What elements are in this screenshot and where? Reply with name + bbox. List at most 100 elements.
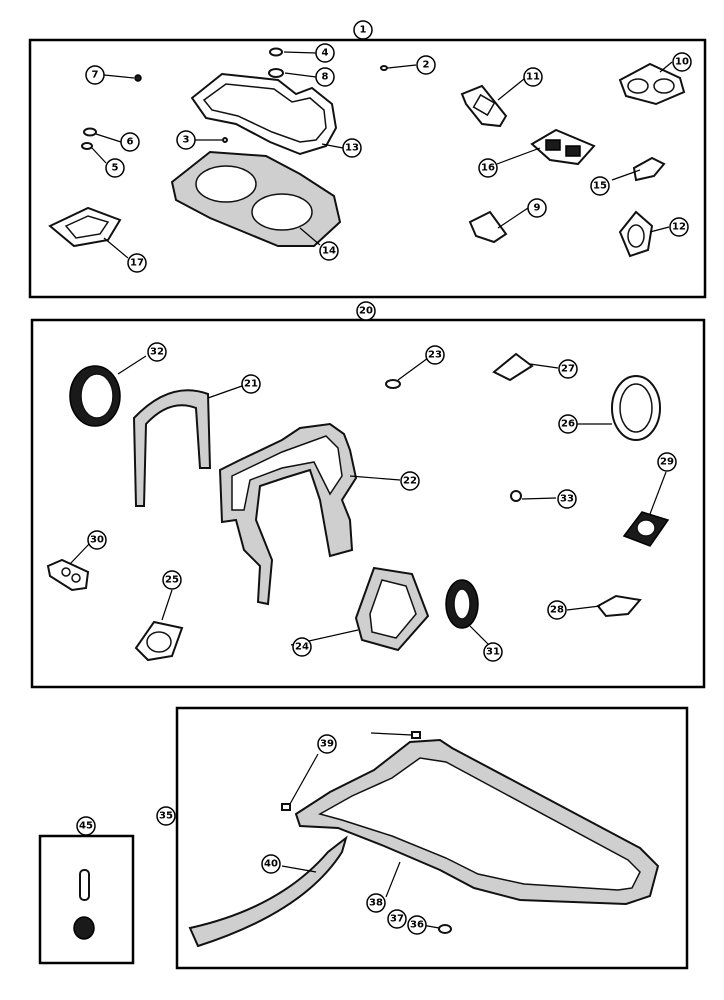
head-gasket-bore-2 [251, 193, 313, 231]
gasket-28 [596, 594, 642, 618]
svg-text:24: 24 [295, 642, 309, 653]
oil-seal-31-bore [453, 588, 471, 620]
callout-25: 25 [162, 570, 182, 590]
gasket-26-inner [619, 383, 653, 433]
oil-pan-gasket-inner [318, 757, 641, 891]
oil-seal-32-bore [80, 373, 114, 419]
callout-33: 33 [557, 489, 577, 509]
callout-11: 11 [523, 67, 543, 87]
svg-text:37: 37 [390, 914, 404, 925]
svg-text:29: 29 [660, 457, 674, 468]
svg-text:11: 11 [526, 72, 540, 83]
callout-12: 12 [669, 217, 689, 237]
callout-4: 4 [315, 43, 335, 63]
callout-26: 26 [558, 414, 578, 434]
leader-lines [69, 39, 673, 929]
gasket-24-inner [369, 579, 417, 639]
gasket-40 [188, 835, 348, 948]
part-3 [222, 137, 228, 143]
rocker-cover-gasket-inner [202, 83, 327, 143]
part-39-b [281, 803, 291, 811]
panel-upper-gasket-set [28, 38, 707, 299]
svg-text:3: 3 [183, 135, 190, 146]
callout-36: 36 [407, 915, 427, 935]
callout-39: 39 [317, 734, 337, 754]
gasket-21 [132, 389, 212, 507]
callout-35: 35 [156, 806, 176, 826]
svg-text:23: 23 [428, 350, 442, 361]
callout-22: 22 [400, 471, 420, 491]
callout-2: 2 [416, 55, 436, 75]
part-6 [83, 127, 97, 137]
svg-text:16: 16 [481, 163, 495, 174]
callout-3: 3 [176, 130, 196, 150]
svg-text:31: 31 [486, 647, 500, 658]
panel-part-45 [38, 834, 135, 965]
svg-text:21: 21 [244, 379, 258, 390]
callout-16: 16 [478, 158, 498, 178]
svg-text:5: 5 [112, 163, 119, 174]
svg-text:9: 9 [534, 203, 541, 214]
svg-text:4: 4 [322, 48, 329, 59]
gasket-25-inner [146, 631, 172, 653]
svg-text:26: 26 [561, 419, 575, 430]
gasket-23 [385, 379, 401, 389]
callout-6: 6 [120, 132, 140, 152]
callout-37: 37 [387, 909, 407, 929]
svg-text:6: 6 [127, 137, 134, 148]
svg-text:15: 15 [593, 181, 607, 192]
svg-text:39: 39 [320, 739, 334, 750]
callout-24: 24 [292, 637, 312, 657]
gasket-10-port-1 [627, 78, 649, 94]
svg-text:33: 33 [560, 494, 574, 505]
svg-text:28: 28 [550, 605, 564, 616]
svg-text:7: 7 [92, 70, 99, 81]
callout-15: 15 [590, 176, 610, 196]
svg-text:1: 1 [360, 25, 367, 36]
timing-cover-gasket-inner [231, 435, 343, 511]
svg-text:22: 22 [403, 476, 417, 487]
svg-text:38: 38 [369, 898, 383, 909]
gasket-29-inner [636, 519, 656, 537]
callout-13: 13 [342, 138, 362, 158]
callout-38: 38 [366, 893, 386, 913]
svg-text:25: 25 [165, 575, 179, 586]
svg-text:32: 32 [150, 347, 164, 358]
callout-5: 5 [105, 158, 125, 178]
gasket-16 [530, 128, 596, 166]
gasket-11-inner [472, 93, 496, 117]
gasket-17-inner [64, 215, 110, 239]
part-8 [268, 68, 284, 78]
svg-text:2: 2 [423, 60, 430, 71]
callout-29: 29 [657, 452, 677, 472]
callout-23: 23 [425, 345, 445, 365]
gasket-15 [632, 156, 666, 182]
part-7 [134, 74, 142, 82]
part-5 [81, 142, 93, 150]
part-45-pin [79, 869, 90, 901]
callout-14: 14 [319, 241, 339, 261]
callout-45: 45 [76, 816, 96, 836]
svg-text:8: 8 [322, 72, 329, 83]
svg-text:36: 36 [410, 920, 424, 931]
callout-31: 31 [483, 642, 503, 662]
svg-text:27: 27 [561, 364, 575, 375]
gasket-16-port-1 [545, 139, 561, 151]
svg-text:12: 12 [672, 222, 686, 233]
callout-21: 21 [241, 374, 261, 394]
callout-40: 40 [261, 854, 281, 874]
head-gasket-bore-1 [195, 165, 257, 203]
part-2 [380, 65, 388, 71]
part-36 [438, 924, 452, 934]
cylinder-head-gasket [170, 150, 342, 247]
svg-text:10: 10 [675, 57, 689, 68]
callout-30: 30 [87, 530, 107, 550]
gasket-10 [618, 62, 686, 106]
callout-9: 9 [527, 198, 547, 218]
o-ring-33 [510, 490, 522, 502]
callout-28: 28 [547, 600, 567, 620]
gasket-16-port-2 [565, 145, 581, 157]
callout-7: 7 [85, 65, 105, 85]
